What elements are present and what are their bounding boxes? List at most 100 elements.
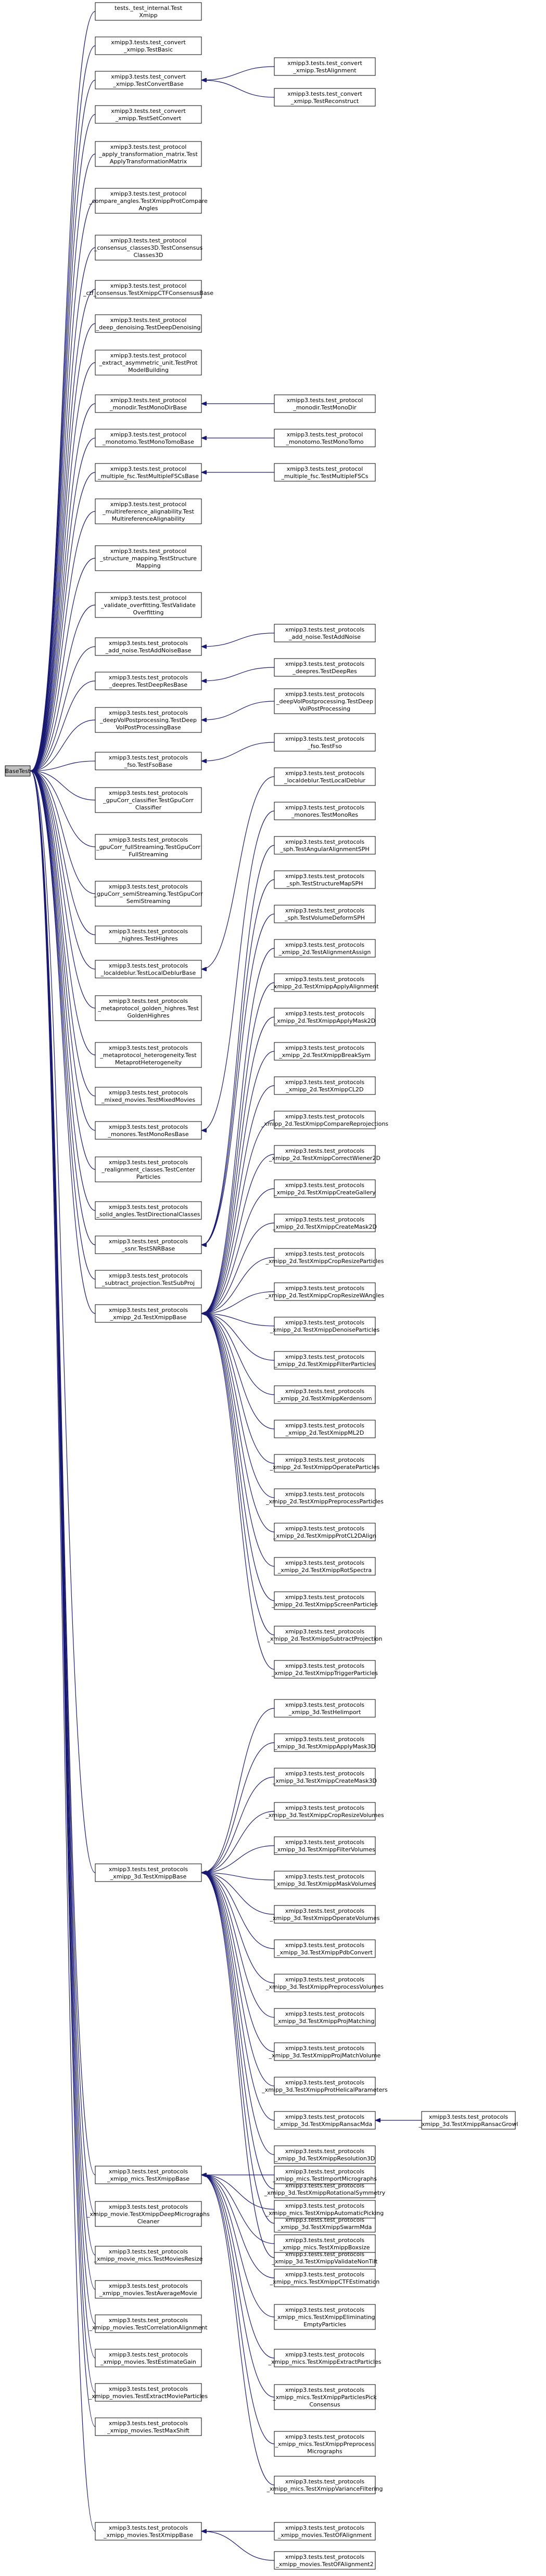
class-node[interactable]: xmipp3.tests.test_protocol_compare_angle… bbox=[88, 188, 208, 214]
class-node[interactable]: xmipp3.tests.test_protocol_multiple_fsc.… bbox=[95, 463, 202, 482]
class-node[interactable]: xmipp3.tests.test_protocols_xmipp_mics.T… bbox=[265, 2200, 384, 2219]
class-node[interactable]: xmipp3.tests.test_protocol_consensus_cla… bbox=[94, 235, 203, 261]
class-node[interactable]: xmipp3.tests.test_protocols_xmipp_3d.Tes… bbox=[261, 2077, 388, 2095]
class-node[interactable]: xmipp3.tests.test_protocols_mixed_movies… bbox=[95, 1087, 202, 1105]
class-node[interactable]: xmipp3.tests.test_protocols_xmipp_3d.Tes… bbox=[95, 1863, 202, 1882]
class-node[interactable]: xmipp3.tests.test_protocols_xmipp_2d.Tes… bbox=[95, 1304, 202, 1323]
class-node[interactable]: xmipp3.tests.test_protocols_xmipp_2d.Tes… bbox=[274, 1557, 376, 1576]
class-node[interactable]: xmipp3.tests.test_protocols_deepres.Test… bbox=[274, 658, 376, 677]
class-node[interactable]: xmipp3.tests.test_protocols_xmipp_2d.Tes… bbox=[274, 1385, 376, 1404]
class-node[interactable]: xmipp3.tests.test_protocol_monodir.TestM… bbox=[274, 394, 376, 413]
class-node[interactable]: xmipp3.tests.test_convert_xmipp.TestReco… bbox=[274, 88, 376, 107]
class-node[interactable]: xmipp3.tests.test_protocols_xmipp_mics.T… bbox=[274, 2304, 376, 2330]
class-node[interactable]: xmipp3.tests.test_protocols_localdeblur.… bbox=[95, 960, 202, 978]
class-node[interactable]: xmipp3.tests.test_protocols_xmipp_mics.T… bbox=[272, 2166, 377, 2184]
class-node[interactable]: xmipp3.tests.test_protocols_xmipp_2d.Tes… bbox=[270, 973, 379, 992]
class-node[interactable]: xmipp3.tests.test_convert_xmipp.TestSetC… bbox=[95, 105, 202, 124]
class-node[interactable]: xmipp3.tests.test_protocols_xmipp_2d.Tes… bbox=[273, 1179, 376, 1198]
class-node[interactable]: xmipp3.tests.test_protocols_xmipp_2d.Tes… bbox=[270, 1317, 380, 1335]
class-node[interactable]: xmipp3.tests.test_protocols_fso.TestFso bbox=[274, 733, 376, 752]
class-node[interactable]: xmipp3.tests.test_protocols_xmipp_3d.Tes… bbox=[274, 2008, 376, 2027]
class-node[interactable]: xmipp3.tests.test_protocols_xmipp_mics.T… bbox=[95, 2166, 202, 2184]
class-node[interactable]: xmipp3.tests.test_protocol_structure_map… bbox=[95, 545, 202, 571]
class-node[interactable]: xmipp3.tests.test_protocols_xmipp_2d.Tes… bbox=[274, 1076, 376, 1095]
class-node[interactable]: xmipp3.tests.test_protocols_xmipp_3d.Tes… bbox=[274, 1836, 376, 1855]
class-node[interactable]: BaseTest bbox=[5, 765, 31, 777]
class-node[interactable]: xmipp3.tests.test_protocols_xmipp_mics.T… bbox=[270, 2269, 380, 2287]
class-node[interactable]: xmipp3.tests.test_protocols_xmipp_2d.Tes… bbox=[274, 1351, 376, 1370]
class-node[interactable]: xmipp3.tests.test_protocol_ctf_consensus… bbox=[83, 280, 213, 299]
class-node[interactable]: xmipp3.tests.test_protocols_xmipp_3d.Tes… bbox=[265, 1974, 384, 1992]
class-node[interactable]: xmipp3.tests.test_protocols_deepVolPostp… bbox=[274, 688, 376, 714]
class-node[interactable]: xmipp3.tests.test_convert_xmipp.TestBasi… bbox=[95, 36, 202, 55]
class-node[interactable]: xmipp3.tests.test_protocol_extract_asymm… bbox=[95, 350, 202, 376]
class-node[interactable]: xmipp3.tests.test_protocols_xmipp_2d.Tes… bbox=[274, 1042, 376, 1061]
class-node[interactable]: xmipp3.tests.test_protocol_monotomo.Test… bbox=[274, 429, 376, 447]
class-node[interactable]: xmipp3.tests.test_protocols_sph.TestAngu… bbox=[274, 836, 376, 855]
class-node[interactable]: xmipp3.tests.test_protocols_sph.TestStru… bbox=[274, 870, 376, 889]
class-node[interactable]: xmipp3.tests.test_protocols_xmipp_movie_… bbox=[94, 2246, 203, 2264]
class-node[interactable]: xmipp3.tests.test_protocols_xmipp_2d.Tes… bbox=[270, 1454, 380, 1473]
class-node[interactable]: xmipp3.tests.test_protocols_xmipp_2d.Tes… bbox=[274, 1008, 376, 1026]
class-node[interactable]: xmipp3.tests.test_protocols_monores.Test… bbox=[274, 802, 376, 820]
class-node[interactable]: xmipp3.tests.test_protocols_localdeblur.… bbox=[274, 767, 376, 786]
class-node[interactable]: xmipp3.tests.test_protocols_xmipp_movies… bbox=[274, 2551, 376, 2570]
class-node[interactable]: xmipp3.tests.test_protocols_solid_angles… bbox=[95, 1201, 202, 1220]
class-node[interactable]: xmipp3.tests.test_protocols_xmipp_3d.Tes… bbox=[272, 1768, 377, 1786]
class-node[interactable]: tests._test_internal.TestXmipp bbox=[95, 2, 202, 21]
class-node[interactable]: xmipp3.tests.test_protocols_xmipp_3d.Tes… bbox=[274, 2111, 376, 2130]
class-node[interactable]: xmipp3.tests.test_convert_xmipp.TestAlig… bbox=[274, 57, 376, 76]
class-node[interactable]: xmipp3.tests.test_protocols_xmipp_3d.Tes… bbox=[274, 1939, 376, 1958]
class-node[interactable]: xmipp3.tests.test_protocols_metaprotocol… bbox=[95, 1042, 202, 1068]
class-node[interactable]: xmipp3.tests.test_protocols_xmipp_3d.Tes… bbox=[265, 1802, 384, 1821]
class-node[interactable]: xmipp3.tests.test_protocols_xmipp_2d.Tes… bbox=[274, 939, 376, 958]
class-node[interactable]: xmipp3.tests.test_protocols_xmipp_3d.Tes… bbox=[274, 1871, 376, 1889]
class-node[interactable]: xmipp3.tests.test_protocols_gpuCorr_semi… bbox=[93, 881, 203, 907]
class-node[interactable]: xmipp3.tests.test_protocols_ssnr.TestSNR… bbox=[95, 1235, 202, 1254]
class-node[interactable]: xmipp3.tests.test_protocol_apply_transfo… bbox=[95, 141, 202, 167]
class-node[interactable]: xmipp3.tests.test_protocols_xmipp_3d.Tes… bbox=[269, 2042, 381, 2061]
class-node[interactable]: xmipp3.tests.test_protocols_subtract_pro… bbox=[95, 1270, 202, 1289]
class-node[interactable]: xmipp3.tests.test_protocols_xmipp_mics.T… bbox=[274, 2234, 376, 2253]
class-node[interactable]: xmipp3.tests.test_protocols_xmipp_movies… bbox=[95, 2522, 202, 2541]
class-node[interactable]: xmipp3.tests.test_protocols_metaprotocol… bbox=[95, 995, 202, 1021]
class-node[interactable]: xmipp3.tests.test_protocols_xmipp_2d.Tes… bbox=[274, 1420, 376, 1438]
class-node[interactable]: xmipp3.tests.test_protocols_xmipp_2d.Tes… bbox=[273, 1523, 376, 1541]
class-node[interactable]: xmipp3.tests.test_protocols_xmipp_3d.Tes… bbox=[274, 2145, 376, 2164]
class-node[interactable]: xmipp3.tests.test_protocols_xmipp_mics.T… bbox=[266, 2476, 383, 2494]
class-node[interactable]: xmipp3.tests.test_protocols_monores.Test… bbox=[95, 1121, 202, 1140]
class-node[interactable]: xmipp3.tests.test_protocols_xmipp_mics.T… bbox=[268, 2349, 382, 2367]
class-node[interactable]: xmipp3.tests.test_protocols_deepVolPostp… bbox=[95, 707, 202, 733]
class-node[interactable]: xmipp3.tests.test_protocols_xmipp_2d.Tes… bbox=[265, 1248, 384, 1267]
class-node[interactable]: xmipp3.tests.test_protocols_sph.TestVolu… bbox=[274, 905, 376, 923]
class-node[interactable]: xmipp3.tests.test_protocols_xmipp_mics.T… bbox=[274, 2431, 376, 2457]
class-node[interactable]: xmipp3.tests.test_protocol_validate_over… bbox=[95, 592, 202, 618]
class-node[interactable]: xmipp3.tests.test_protocols_xmipp_2d.Tes… bbox=[271, 1660, 378, 1679]
class-node[interactable]: xmipp3.tests.test_protocols_xmipp_2d.Tes… bbox=[261, 1111, 388, 1129]
class-node[interactable]: xmipp3.tests.test_protocols_xmipp_2d.Tes… bbox=[269, 1145, 380, 1164]
class-node[interactable]: xmipp3.tests.test_protocol_monodir.TestM… bbox=[95, 394, 202, 413]
class-node[interactable]: xmipp3.tests.test_protocols_xmipp_3d.Tes… bbox=[269, 1905, 380, 1924]
class-node[interactable]: xmipp3.tests.test_protocols_deepres.Test… bbox=[95, 672, 202, 690]
class-node[interactable]: xmipp3.tests.test_protocols_xmipp_3d.Tes… bbox=[274, 1733, 376, 1752]
class-node[interactable]: xmipp3.tests.test_protocols_xmipp_2d.Tes… bbox=[272, 1214, 377, 1232]
class-node[interactable]: xmipp3.tests.test_protocols_xmipp_2d.Tes… bbox=[265, 1488, 384, 1507]
class-node[interactable]: xmipp3.tests.test_protocols_xmipp_3d.Tes… bbox=[274, 1699, 376, 1718]
class-node[interactable]: xmipp3.tests.test_protocols_xmipp_2d.Tes… bbox=[267, 1626, 383, 1644]
class-node[interactable]: xmipp3.tests.test_protocols_add_noise.Te… bbox=[95, 637, 202, 656]
class-node[interactable]: xmipp3.tests.test_protocols_xmipp_movies… bbox=[95, 2417, 202, 2436]
class-node[interactable]: xmipp3.tests.test_protocols_xmipp_3d.Tes… bbox=[418, 2111, 518, 2130]
class-node[interactable]: xmipp3.tests.test_protocol_multiple_fsc.… bbox=[274, 463, 376, 482]
class-node[interactable]: xmipp3.tests.test_protocols_gpuCorr_clas… bbox=[95, 787, 202, 813]
class-node[interactable]: xmipp3.tests.test_protocols_xmipp_2d.Tes… bbox=[271, 1591, 378, 1610]
class-node[interactable]: xmipp3.tests.test_protocols_fso.TestFsoB… bbox=[95, 752, 202, 770]
class-node[interactable]: xmipp3.tests.test_protocols_realignment_… bbox=[95, 1156, 202, 1182]
class-node[interactable]: xmipp3.tests.test_protocols_xmipp_mics.T… bbox=[272, 2384, 377, 2410]
class-node[interactable]: xmipp3.tests.test_protocols_gpuCorr_full… bbox=[95, 834, 202, 860]
class-node[interactable]: xmipp3.tests.test_protocols_xmipp_movie.… bbox=[86, 2201, 210, 2227]
class-node[interactable]: xmipp3.tests.test_protocols_xmipp_movies… bbox=[88, 2383, 208, 2402]
class-node[interactable]: xmipp3.tests.test_protocols_highres.Test… bbox=[95, 925, 202, 944]
class-node[interactable]: xmipp3.tests.test_protocols_xmipp_movies… bbox=[274, 2522, 376, 2541]
class-node[interactable]: xmipp3.tests.test_convert_xmipp.TestConv… bbox=[95, 71, 202, 89]
class-node[interactable]: xmipp3.tests.test_protocols_xmipp_movies… bbox=[95, 2349, 202, 2367]
